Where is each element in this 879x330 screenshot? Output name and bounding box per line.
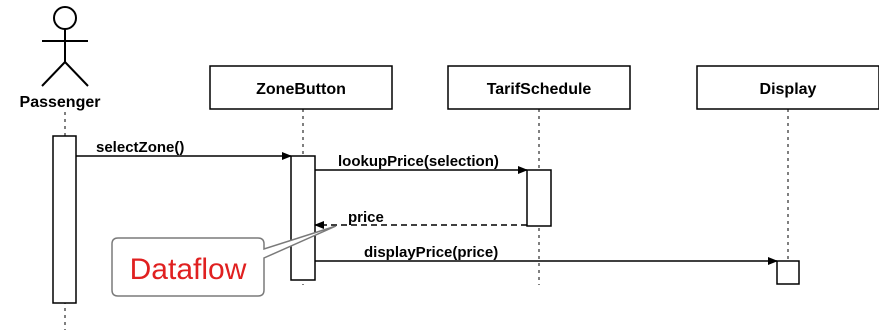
message-label: selectZone() bbox=[96, 139, 184, 156]
activation-passenger bbox=[52, 135, 77, 304]
message-label: displayPrice(price) bbox=[364, 244, 498, 261]
message-selectzone: selectZone() bbox=[76, 139, 292, 160]
actor-label: Passenger bbox=[20, 94, 101, 111]
callout-text: Dataflow bbox=[130, 253, 247, 286]
actor-right-leg bbox=[64, 61, 89, 87]
actor-passenger: Passenger bbox=[20, 6, 101, 111]
callout-bubble bbox=[111, 225, 337, 297]
actor-head bbox=[53, 6, 77, 30]
participant-zonebutton: ZoneButton bbox=[209, 65, 393, 110]
participant-box bbox=[209, 65, 393, 110]
participant-display: Display bbox=[696, 65, 879, 110]
dataflow-callout: Dataflow bbox=[111, 225, 337, 297]
message-lookupprice: lookupPrice(selection) bbox=[315, 153, 528, 174]
activation-display bbox=[776, 260, 800, 285]
participant-tarifschedule: TarifSchedule bbox=[447, 65, 631, 110]
participant-label: Display bbox=[760, 81, 817, 98]
activation-tarifschedule bbox=[526, 169, 552, 227]
participant-box bbox=[696, 65, 879, 110]
activation-zonebutton bbox=[290, 155, 316, 281]
participant-label: ZoneButton bbox=[256, 81, 346, 98]
participant-box bbox=[447, 65, 631, 110]
message-label: price bbox=[348, 209, 384, 226]
message-displayprice: displayPrice(price) bbox=[315, 244, 778, 265]
participant-label: TarifSchedule bbox=[487, 81, 592, 98]
message-price-return: price bbox=[314, 209, 527, 229]
actor-left-leg bbox=[41, 61, 66, 87]
message-label: lookupPrice(selection) bbox=[338, 153, 499, 170]
